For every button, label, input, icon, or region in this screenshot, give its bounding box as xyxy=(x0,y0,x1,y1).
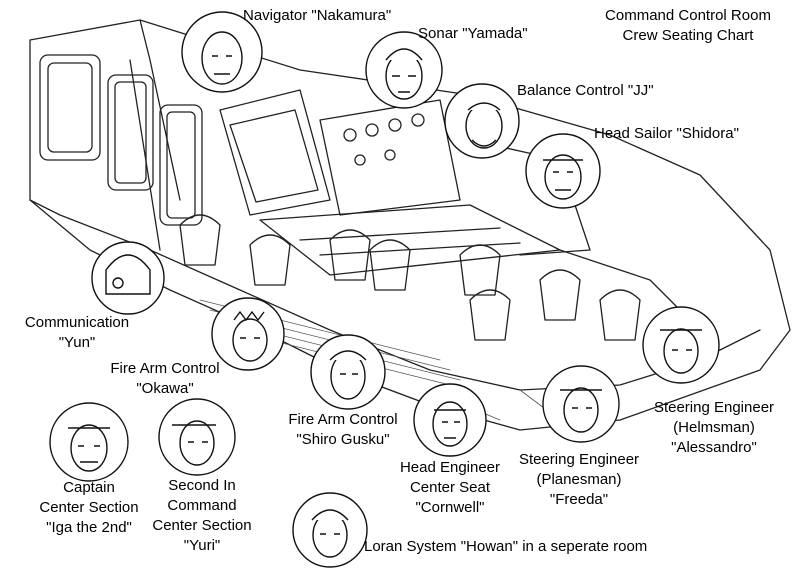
crew-label-line: Fire Arm Control xyxy=(288,411,398,428)
crew-label-line: Command xyxy=(167,497,237,514)
portrait-fire-arm-shiro xyxy=(310,334,386,410)
crew-label-line: Center Seat xyxy=(409,479,491,496)
label-sonar: Sonar "Yamada" xyxy=(418,24,528,44)
portrait-communication xyxy=(91,241,165,315)
portrait-head-sailor xyxy=(525,133,601,209)
crew-label-line: Balance Control "JJ" xyxy=(517,82,654,99)
crew-label-line: (Planesman) xyxy=(536,471,622,488)
portrait-head-engineer xyxy=(413,383,487,457)
chart-title: Command Control Room Crew Seating Chart xyxy=(588,6,788,46)
crew-label-line: Head Sailor "Shidora" xyxy=(594,125,739,142)
portrait-planesman xyxy=(542,365,620,443)
portrait-loran xyxy=(292,492,368,568)
portrait-navigator xyxy=(181,11,263,93)
label-fire-arm-okawa: Fire Arm Control "Okawa" xyxy=(90,359,240,399)
crew-label-line: "Yun" xyxy=(58,334,96,351)
crew-label-line: Fire Arm Control xyxy=(110,360,220,377)
crew-label-line: "Okawa" xyxy=(136,380,194,397)
left-door-frames xyxy=(39,54,203,226)
crew-label-line: Navigator "Nakamura" xyxy=(243,7,392,24)
portrait-helmsman xyxy=(642,306,720,384)
crew-label-line: Center Section xyxy=(39,499,139,516)
crew-label-line: "Iga the 2nd" xyxy=(46,519,132,536)
portrait-captain xyxy=(49,402,129,482)
crew-label-line: Second In xyxy=(168,477,236,494)
crew-label-line: Captain xyxy=(63,479,115,496)
crew-label-line: Steering Engineer xyxy=(518,451,640,468)
label-loran: Loran System "Howan" in a seperate room xyxy=(364,537,647,557)
seat-outlines xyxy=(179,214,641,341)
label-planesman: Steering Engineer (Planesman) "Freeda" xyxy=(504,450,654,510)
crew-label-line: Center Section xyxy=(152,517,252,534)
label-balance-control: Balance Control "JJ" xyxy=(517,81,654,101)
crew-label-line: Loran System "Howan" in a seperate room xyxy=(364,538,648,555)
label-fire-arm-shiro: Fire Arm Control "Shiro Gusku" xyxy=(268,410,418,450)
portrait-second-in-command xyxy=(158,398,236,476)
crew-label-line: "Alessandro" xyxy=(671,439,757,456)
portrait-sonar xyxy=(365,31,443,109)
crew-label-line: "Yuri" xyxy=(183,537,221,554)
crew-label-line: Steering Engineer xyxy=(653,399,775,416)
chart-title-line-2: Crew Seating Chart xyxy=(622,27,754,44)
label-navigator: Navigator "Nakamura" xyxy=(243,6,391,26)
crew-label-line: (Helmsman) xyxy=(673,419,755,436)
label-helmsman: Steering Engineer (Helmsman) "Alessandro… xyxy=(634,398,794,458)
crew-label-line: Head Engineer xyxy=(399,459,501,476)
crew-label-line: "Cornwell" xyxy=(415,499,485,516)
label-communication: Communication "Yun" xyxy=(2,313,152,353)
crew-label-line: Sonar "Yamada" xyxy=(418,25,528,42)
portrait-balance-control xyxy=(444,83,520,159)
crew-label-line: Communication xyxy=(24,314,130,331)
label-second-in-command: Second In Command Center Section "Yuri" xyxy=(142,476,262,556)
label-head-sailor: Head Sailor "Shidora" xyxy=(594,124,739,144)
label-captain: Captain Center Section "Iga the 2nd" xyxy=(14,478,164,538)
crew-label-line: "Freeda" xyxy=(549,491,609,508)
chart-title-line-1: Command Control Room xyxy=(605,7,771,24)
portrait-fire-arm-okawa xyxy=(211,297,285,371)
crew-label-line: "Shiro Gusku" xyxy=(296,431,390,448)
label-head-engineer: Head Engineer Center Seat "Cornwell" xyxy=(375,458,525,518)
